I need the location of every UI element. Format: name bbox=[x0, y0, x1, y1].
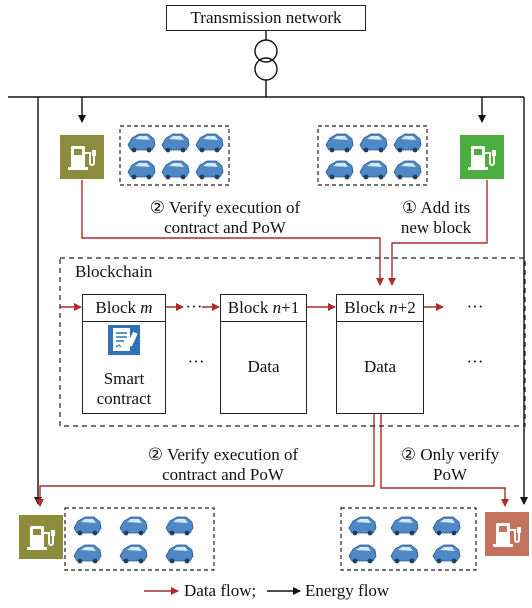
electric-car-icon bbox=[195, 160, 224, 180]
electric-car-icon bbox=[432, 544, 461, 564]
block-m-header: Block m bbox=[83, 295, 165, 322]
electric-car-icon bbox=[161, 160, 190, 180]
electric-car-icon bbox=[325, 160, 354, 180]
charging-station-icon bbox=[27, 526, 55, 550]
chain-ellipsis-1: ··· bbox=[185, 297, 203, 316]
legend-energy-flow-label: Energy flow bbox=[305, 581, 390, 600]
electric-car-icon bbox=[348, 516, 377, 536]
legend-data-flow-label: Data flow; bbox=[184, 581, 257, 600]
label-bottom-right-line2: PoW bbox=[433, 465, 467, 484]
electric-car-icon bbox=[393, 160, 422, 180]
smart-contract-line1: Smart bbox=[103, 369, 145, 388]
label-bottom-left-line2: contract and PoW bbox=[162, 465, 284, 484]
smart-contract-line2: contract bbox=[96, 389, 152, 408]
electric-car-icon bbox=[359, 133, 388, 153]
electric-car-icon bbox=[390, 544, 419, 564]
charging-station-icon bbox=[493, 523, 521, 547]
electric-car-icon bbox=[432, 516, 461, 536]
electric-car-icon bbox=[119, 544, 148, 564]
smart-contract-icon bbox=[108, 325, 140, 355]
label-top-left-line2: contract and PoW bbox=[164, 218, 286, 237]
block-n2-body: Data bbox=[363, 357, 397, 376]
energy-network bbox=[8, 30, 528, 505]
electric-car-icon bbox=[393, 133, 422, 153]
label-bottom-right-line1: ② Only verify bbox=[400, 445, 500, 464]
block-n2-header: Block n+2 bbox=[337, 295, 423, 322]
chain-ellipsis-4: ··· bbox=[466, 352, 484, 371]
transformer-lower-coil bbox=[254, 57, 278, 81]
data-flow-top-left bbox=[81, 180, 384, 286]
charging-station-top-right bbox=[460, 135, 504, 179]
label-top-left-line1: ② Verify execution of bbox=[149, 198, 301, 217]
electric-car-icon bbox=[348, 544, 377, 564]
charging-station-icon bbox=[468, 146, 496, 170]
electric-car-icon bbox=[161, 133, 190, 153]
electric-car-icon bbox=[73, 544, 102, 564]
data-flow-bottom-left bbox=[36, 414, 375, 507]
electric-car-icon bbox=[119, 516, 148, 536]
electric-car-icon bbox=[127, 160, 156, 180]
block-m-contract-icon-wrap bbox=[83, 325, 165, 355]
electric-car-icon bbox=[325, 133, 354, 153]
electric-car-icon bbox=[127, 133, 156, 153]
label-bottom-left-line1: ② Verify execution of bbox=[147, 445, 299, 464]
charging-station-bottom-left bbox=[19, 515, 63, 559]
cars-layer bbox=[73, 133, 461, 564]
transmission-network-label: Transmission network bbox=[190, 8, 342, 27]
label-top-right-line1: ① Add its bbox=[401, 198, 471, 217]
transmission-network-box: Transmission network bbox=[166, 5, 366, 31]
block-n1-body: Data bbox=[247, 357, 280, 376]
charging-station-icon bbox=[68, 146, 96, 170]
charging-station-bottom-right bbox=[485, 512, 529, 556]
charging-station-top-left bbox=[60, 135, 104, 179]
electric-car-icon bbox=[165, 544, 194, 564]
electric-car-icon bbox=[165, 516, 194, 536]
electric-car-icon bbox=[390, 516, 419, 536]
label-top-right-line2: new block bbox=[400, 218, 472, 237]
transformer-upper-coil bbox=[254, 39, 278, 63]
electric-car-icon bbox=[359, 160, 388, 180]
data-flow-bottom-right bbox=[380, 414, 509, 507]
block-n2: Block n+2 Data bbox=[336, 294, 424, 414]
electric-car-icon bbox=[195, 133, 224, 153]
block-m: Block m Smart contract bbox=[82, 294, 166, 414]
data-flow-top-right bbox=[388, 180, 488, 286]
electric-car-icon bbox=[73, 516, 102, 536]
blockchain-container bbox=[59, 257, 526, 427]
block-n1-header: Block n+1 bbox=[221, 295, 306, 322]
chain-ellipsis-2: ··· bbox=[466, 297, 484, 316]
data-flows bbox=[36, 180, 509, 507]
blockchain-label: Blockchain bbox=[75, 262, 153, 281]
chain-ellipsis-3: ··· bbox=[187, 352, 205, 371]
block-n1: Block n+1 Data bbox=[220, 294, 307, 414]
